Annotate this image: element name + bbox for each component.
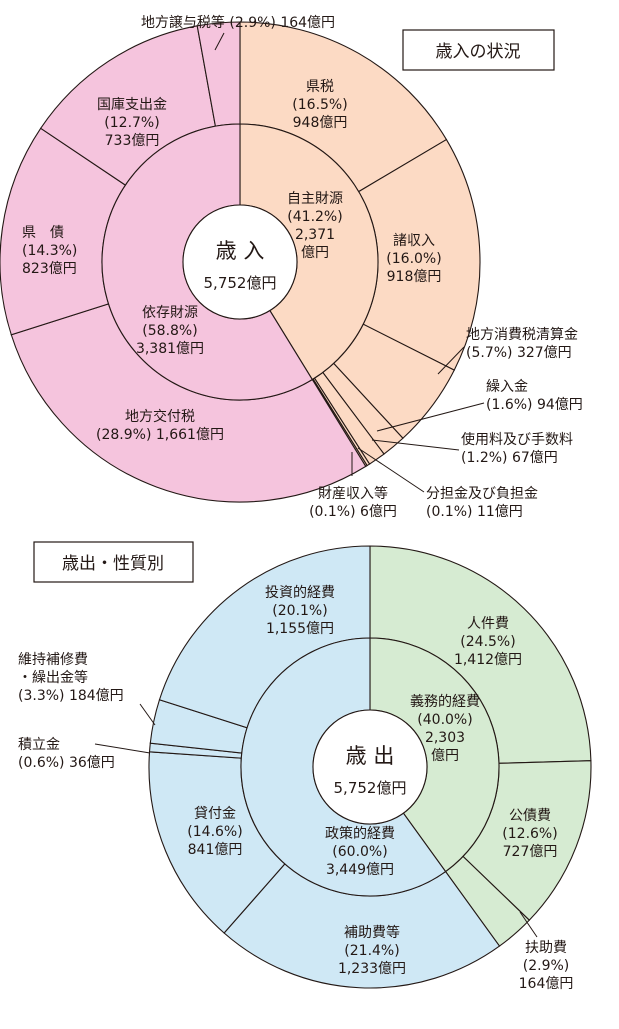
outer-label-0: (24.5%) [460,634,515,650]
outer-label-3: 繰入金 [486,379,528,395]
center-circle [182,204,298,320]
outer-label-7: 1,155億円 [266,621,334,637]
outer-label-7: (20.1%) [272,603,327,619]
outer-label-9: (12.7%) [104,115,159,131]
chart-title: 歳入の状況 [436,42,521,62]
leader-line-3 [376,402,485,432]
inner-label-0: (40.0%) [417,712,472,728]
outer-label-6: (0.1%) 6億円 [309,504,397,520]
center-total: 5,752億円 [204,274,277,292]
outer-label-7: 地方交付税 [125,408,195,425]
outer-label-4: 使用料及び手数料 [461,431,573,448]
outer-label-2: 扶助費 [525,940,567,956]
leader-line-4 [371,439,460,451]
inner-label-0: 2,303 [425,730,465,746]
outer-label-3: (1.6%) 94億円 [486,397,583,413]
leader-line-2 [519,911,538,938]
outer-label-0: 人件費 [467,616,509,632]
outer-label-1: (16.0%) [386,251,441,267]
outer-label-8: 823億円 [22,261,77,277]
outer-label-0: (16.5%) [292,97,347,113]
outer-label-0: 948億円 [293,115,348,131]
inner-label-1: (58.8%) [142,323,197,339]
outer-label-2: 164億円 [519,976,574,992]
inner-label-0: 2,371 [295,227,335,243]
chart-title-box [33,541,194,583]
inner-label-0: 億円 [301,245,329,261]
leader-line-6 [139,703,156,726]
outer-label-6: 維持補修費 [18,652,88,668]
outer-label-1: (12.6%) [502,826,557,842]
center-title: 歳 出 [346,744,395,768]
inner-label-0: 自主財源 [287,191,343,207]
outer-label-8: (14.3%) [22,243,77,259]
outer-label-5: (0.6%) 36億円 [18,755,115,771]
outer-label-2: (2.9%) [523,958,570,974]
outer-label-0: 県税 [306,79,334,95]
outer-label-0: 1,412億円 [454,652,522,668]
outer-label-7: (28.9%) 1,661億円 [96,427,224,443]
outer-label-4: (14.6%) [187,824,242,840]
outer-label-1: 918億円 [387,269,442,285]
outer-label-3: 補助費等 [344,924,400,941]
chart-title: 歳出・性質別 [62,554,164,574]
outer-label-8: 県 債 [22,225,64,241]
outer-label-5: (0.1%) 11億円 [426,504,523,520]
outer-label-6: 財産収入等 [318,485,388,502]
inner-label-1: 依存財源 [142,305,198,321]
inner-label-0: 億円 [431,748,459,764]
chart-title-box [402,29,555,71]
leader-line-2 [437,346,465,375]
outer-label-5: 積立金 [18,737,60,753]
outer-label-3: 1,233億円 [338,961,406,977]
outer-label-4: (1.2%) 67億円 [461,450,558,466]
outer-label-6: ・繰出金等 [18,669,88,686]
outer-label-6: (3.3%) 184億円 [18,688,124,704]
outer-label-2: 地方消費税清算金 [466,327,578,343]
outer-label-3: (21.4%) [344,943,399,959]
outer-label-7: 投資的経費 [265,585,335,601]
outer-label-9: 733億円 [105,133,160,149]
outer-label-1: 公債費 [509,808,551,824]
inner-label-1: 3,381億円 [136,341,204,357]
leader-line-5 [357,447,425,493]
center-title: 歳 入 [216,239,265,263]
outer-label-1: 諸収入 [393,233,435,249]
outer-label-2: (5.7%) 327億円 [466,345,572,361]
inner-label-1: (60.0%) [332,844,387,860]
inner-label-0: (41.2%) [287,209,342,225]
outer-label-4: 841億円 [188,842,243,858]
outer-label-1: 727億円 [503,844,558,860]
center-total: 5,752億円 [334,779,407,797]
outer-label-9: 国庫支出金 [97,96,167,113]
leader-line-10 [214,32,225,51]
inner-label-1: 政策的経費 [325,825,395,842]
center-circle [312,709,428,825]
outer-label-4: 貸付金 [194,806,236,822]
outer-label-10: 地方譲与税等 (2.9%) 164億円 [141,14,335,31]
inner-label-1: 3,449億円 [326,862,394,878]
inner-label-0: 義務的経費 [410,693,480,710]
outer-label-5: 分担金及び負担金 [426,486,538,502]
leader-line-5 [94,743,151,754]
